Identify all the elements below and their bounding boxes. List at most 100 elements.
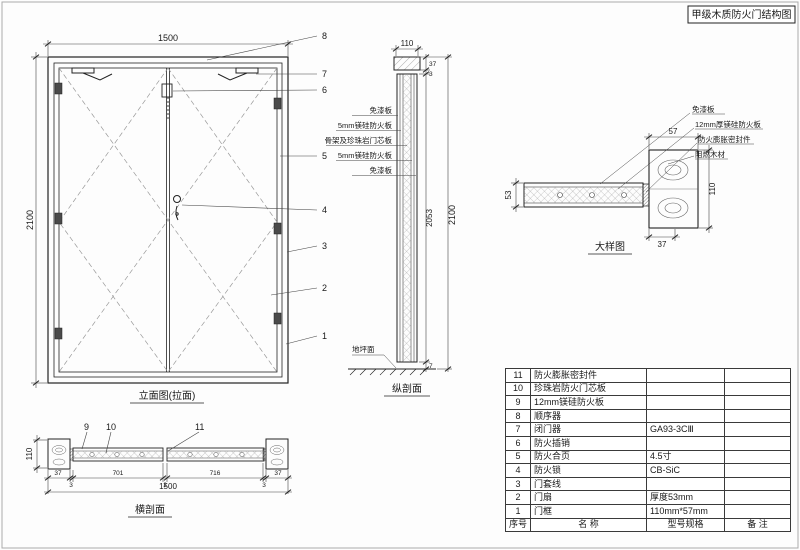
elevation-dimension-lines: [31, 40, 293, 388]
part-note: [724, 422, 792, 437]
part-no: 6: [504, 435, 532, 451]
part-spec: 110mm*57mm: [646, 503, 726, 519]
hsection-dimension-lines: [33, 435, 292, 495]
detail-view: 57 110 53 37 免漆板 12mm厚镁硅防火板 防火膨胀密封件 阻燃木材…: [504, 104, 763, 255]
part-name: 防火合页: [530, 449, 648, 465]
part-name: 闭门器: [530, 422, 648, 437]
ground-level-label: 地坪面: [352, 344, 375, 354]
detail-top-dim: 57: [669, 127, 678, 136]
part-name: 防火插销: [530, 435, 648, 451]
part-name: 门框: [530, 503, 648, 519]
part-note: [724, 449, 792, 465]
table-row: 1 门框 110mm*57mm: [504, 503, 792, 519]
detail-bottom-dim: 37: [658, 240, 667, 249]
callout-11: 11: [195, 422, 204, 432]
callout-1: 1: [322, 331, 327, 341]
part-note: [724, 435, 792, 451]
part-note: [724, 490, 792, 505]
detail-right-dim: 110: [708, 182, 717, 195]
part-name: 门套线: [530, 476, 648, 492]
elevation-width-dim: 1500: [158, 33, 178, 43]
table-row: 10 珍珠岩防火门芯板: [504, 381, 792, 397]
door-swing-dashed-lines: [58, 67, 278, 373]
part-no: 7: [504, 422, 532, 437]
vertical-section-layer-labels: 免漆板 5mm镁硅防火板 骨架及珍珠岩门芯板 5mm镁硅防火板 免漆板: [325, 105, 416, 176]
layer-label-4: 5mm镁硅防火板: [338, 150, 393, 160]
hsection-leaf-2: [166, 447, 265, 462]
floor-line: [348, 368, 436, 376]
callout-4: 4: [322, 205, 327, 215]
elevation-height-dim: 2100: [25, 210, 35, 230]
callout-6: 6: [322, 85, 327, 95]
part-name: 珍珠岩防火门芯板: [530, 381, 648, 397]
layer-label-1: 免漆板: [370, 105, 393, 115]
table-row: 3 门套线: [504, 476, 792, 492]
callout-5: 5: [322, 151, 327, 161]
table-row: 5 防火合页 4.5寸: [504, 449, 792, 465]
detail-labels: 免漆板 12mm厚镁硅防火板 防火膨胀密封件 阻燃木材: [692, 104, 763, 160]
part-note: [724, 503, 792, 519]
part-spec: 厚度53mm: [646, 490, 726, 505]
detail-dimension-lines: [511, 133, 713, 241]
vertical-section-dimension-lines: [419, 54, 452, 372]
header-note: 备 注: [724, 517, 792, 533]
part-spec: [646, 381, 726, 397]
part-no: 8: [504, 408, 532, 424]
part-note: [724, 476, 792, 492]
elevation-callout-leaders: [172, 35, 318, 345]
dim-716: 716: [210, 470, 221, 477]
layer-label-3: 骨架及珍珠岩门芯板: [325, 135, 393, 145]
detail-label-1: 免漆板: [692, 104, 715, 114]
part-no: 10: [504, 381, 532, 397]
hsection-total-dim: 1500: [159, 482, 177, 491]
hsection-depth-dim: 110: [25, 447, 34, 460]
vsection-leaf-dim: 2053: [425, 209, 434, 227]
detail-label-2: 12mm厚镁硅防火板: [695, 119, 761, 129]
part-spec: [646, 368, 726, 383]
hsection-callout-leaders: [81, 431, 200, 454]
dim-37-left: 37: [54, 470, 62, 477]
frame-head-section: [393, 56, 421, 71]
title-block: 甲级木质防火门结构图: [687, 5, 796, 24]
table-row: 7 闭门器 GA93-3CⅢ: [504, 422, 792, 437]
part-spec: GA93-3CⅢ: [646, 422, 726, 437]
part-name: 顺序器: [530, 408, 648, 424]
header-name: 名 称: [530, 517, 648, 533]
leaf-section: [396, 73, 418, 363]
detail-left-dim: 53: [504, 190, 513, 199]
door-closer-hardware: [71, 67, 259, 81]
table-row: 4 防火锁 CB-SiC: [504, 463, 792, 478]
table-header-row: 序号 名 称 型号规格 备 注: [504, 517, 792, 533]
detail-label-4: 阻燃木材: [695, 149, 725, 159]
part-name: 12mm镁硅防火板: [530, 395, 648, 410]
vertical-section-caption: 纵剖面: [392, 382, 422, 395]
part-spec: [646, 408, 726, 424]
part-spec: CB-SiC: [646, 463, 726, 478]
part-note: [724, 381, 792, 397]
layer-label-2: 5mm镁硅防火板: [338, 120, 393, 130]
hsection-leaf-1: [72, 447, 164, 462]
part-note: [724, 368, 792, 383]
callout-7: 7: [322, 69, 327, 79]
detail-label-leaders: [599, 112, 698, 193]
layer-label-5: 免漆板: [370, 165, 393, 175]
vsection-gap-top-dim: 3: [429, 71, 433, 78]
flush-bolt-hardware: [161, 83, 173, 120]
header-no: 序号: [504, 517, 532, 533]
table-row: 11 防火膨胀密封件: [504, 368, 792, 383]
table-row: 9 12mm镁硅防火板: [504, 395, 792, 410]
vertical-section-top-dim: [391, 45, 423, 56]
horizontal-section-view: 9 10 11 110 37 3: [25, 422, 292, 518]
table-row: 2 门扇 厚度53mm: [504, 490, 792, 505]
callout-8: 8: [322, 31, 327, 41]
part-no: 4: [504, 463, 532, 478]
elevation-caption: 立面图(拉面): [139, 389, 196, 402]
part-name: 防火膨胀密封件: [530, 368, 648, 383]
callout-2: 2: [322, 283, 327, 293]
dim-3-a: 3: [69, 482, 73, 489]
vsection-gap-bottom-dim: 7: [429, 363, 433, 370]
callout-3: 3: [322, 241, 327, 251]
dim-37-right: 37: [274, 470, 282, 477]
part-no: 9: [504, 395, 532, 410]
